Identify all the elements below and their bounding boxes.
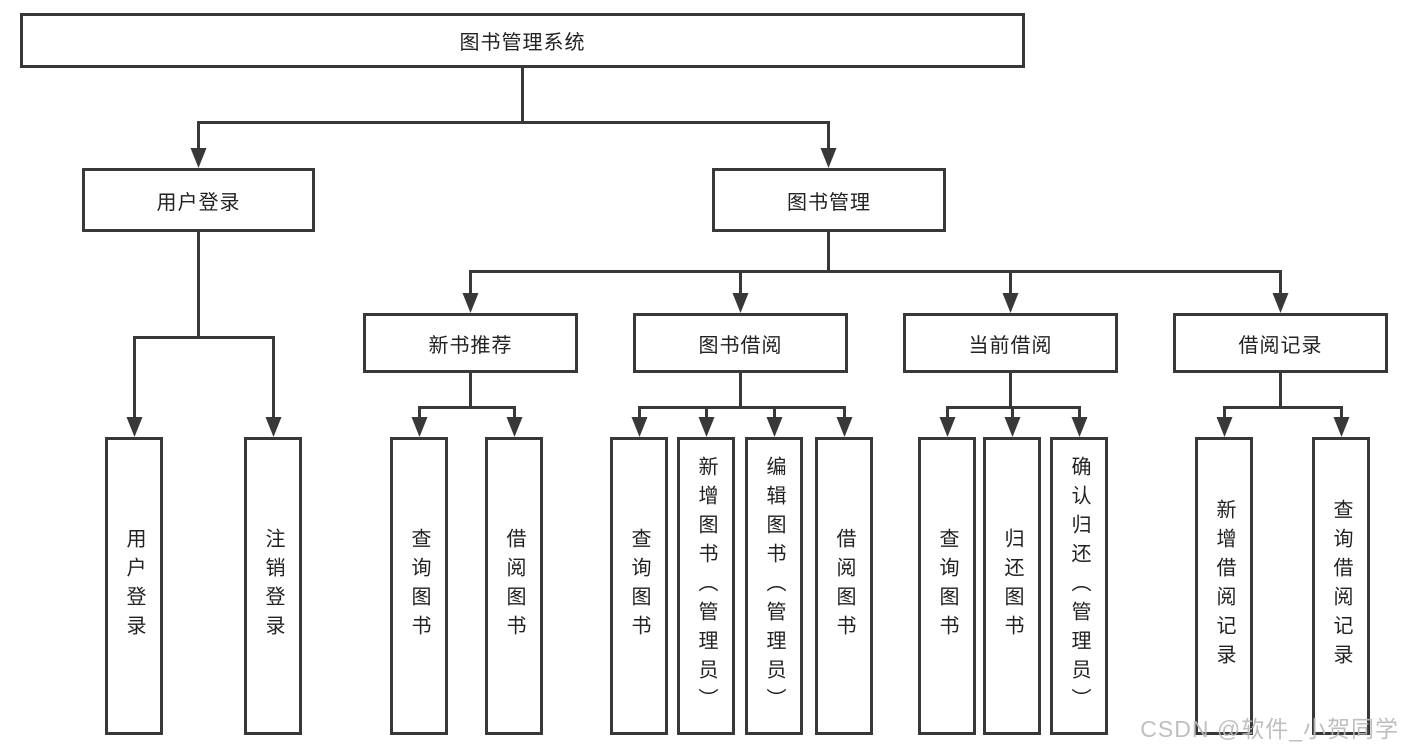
- connector-recommend-to-leaves: [418, 373, 516, 419]
- node-current-borrow: 当前借阅: [903, 313, 1118, 373]
- connector-borrow-to-leaves: [638, 373, 846, 419]
- connector-userlogin-to-leaves: [133, 232, 275, 419]
- connector-record-to-leaves: [1223, 373, 1343, 419]
- leaf-recommend-query-books: 查询图书: [390, 437, 448, 735]
- leaf-user-login: 用户登录: [105, 437, 163, 735]
- connector-bookmgmt-to-level3: [469, 232, 1282, 295]
- node-book-borrow: 图书借阅: [633, 313, 848, 373]
- leaf-borrow-query-books: 查询图书: [610, 437, 668, 735]
- node-user-login: 用户登录: [82, 168, 315, 232]
- leaf-borrow-add-books-admin: 新增图书（管理员）: [677, 437, 735, 735]
- leaf-record-add-record: 新增借阅记录: [1195, 437, 1253, 735]
- leaf-current-confirm-return-admin: 确认归还（管理员）: [1050, 437, 1108, 735]
- leaf-logout: 注销登录: [244, 437, 302, 735]
- connector-root-to-level2: [197, 68, 830, 150]
- connector-current-to-leaves: [946, 373, 1081, 419]
- node-book-management: 图书管理: [712, 168, 946, 232]
- arrowheads-level2: [190, 148, 837, 168]
- node-library-management-system: 图书管理系统: [20, 13, 1025, 68]
- leaf-recommend-borrow-books: 借阅图书: [485, 437, 543, 735]
- node-borrow-record: 借阅记录: [1173, 313, 1388, 373]
- arrowheads-level3: [462, 293, 1289, 313]
- leaf-borrow-edit-books-admin: 编辑图书（管理员）: [745, 437, 803, 735]
- leaf-current-return-books: 归还图书: [983, 437, 1041, 735]
- leaf-record-query-record: 查询借阅记录: [1312, 437, 1370, 735]
- arrowheads-userlogin-leaves: [126, 417, 282, 437]
- node-new-book-recommend: 新书推荐: [363, 313, 578, 373]
- arrowheads-leaves: [411, 417, 1350, 437]
- watermark: CSDN @软件_小贺同学: [1140, 716, 1399, 742]
- leaf-current-query-books: 查询图书: [918, 437, 976, 735]
- leaf-borrow-borrow-books: 借阅图书: [815, 437, 873, 735]
